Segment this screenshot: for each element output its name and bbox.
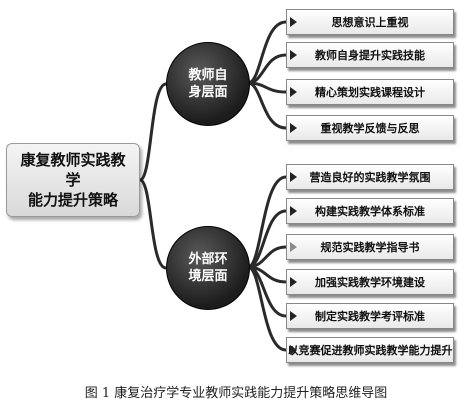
leaf-node: 精心策划实践课程设计 — [286, 79, 454, 105]
leaf-label: 制定实践教学考评标准 — [315, 310, 425, 323]
leaf-node: 教师自身提升实践技能 — [286, 42, 454, 68]
figure-caption: 图 1 康复治疗学专业教师实践能力提升策略思维导图 — [84, 386, 388, 401]
leaf-label: 精心策划实践课程设计 — [315, 86, 425, 99]
leaf-node: 制定实践教学考评标准 — [286, 303, 454, 329]
branch-node-teacher-self: 教师自身层面 — [166, 42, 250, 126]
root-node: 康复教师实践教学 能力提升策略 — [6, 143, 140, 217]
leaf-node: 营造良好的实践教学氛围 — [286, 164, 454, 190]
triangle-icon — [290, 50, 297, 60]
triangle-icon — [290, 311, 297, 321]
branch-label-teacher-self: 教师自身层面 — [188, 68, 228, 100]
branch-node-external-environment: 外部环境层面 — [166, 226, 250, 310]
root-label: 康复教师实践教学 能力提升策略 — [15, 150, 131, 210]
connector-root-to-branch-2 — [138, 178, 168, 270]
connector-branch-1-item-4 — [246, 81, 288, 130]
root-label-line-1: 康复教师实践教学 — [20, 151, 126, 189]
leaf-label: 营造良好的实践教学氛围 — [309, 171, 431, 184]
triangle-icon — [290, 345, 297, 355]
leaf-node: 规范实践教学指导书 — [286, 234, 454, 260]
connector-branch-2-item-6 — [246, 265, 288, 352]
connector-branch-1-item-1 — [246, 20, 288, 85]
triangle-icon — [290, 172, 297, 182]
triangle-icon — [290, 17, 297, 27]
leaf-node: 思想意识上重视 — [286, 9, 454, 35]
leaf-label: 加强实践教学环境建设 — [315, 276, 425, 289]
triangle-icon — [290, 242, 297, 252]
leaf-node: 构建实践教学体系标准 — [286, 198, 454, 224]
leaf-node: 重视教学反馈与反思 — [286, 115, 454, 141]
leaf-node: 加强实践教学环境建设 — [286, 269, 454, 295]
leaf-label: 思想意识上重视 — [331, 16, 409, 29]
leaf-label: 重视教学反馈与反思 — [320, 122, 420, 135]
leaf-label: 规范实践教学指导书 — [320, 241, 420, 254]
triangle-icon — [290, 123, 297, 133]
root-label-line-2: 能力提升策略 — [27, 191, 118, 209]
leaf-label: 构建实践教学体系标准 — [315, 205, 425, 218]
triangle-icon — [290, 206, 297, 216]
triangle-icon — [290, 87, 297, 97]
connector-root-to-branch-1 — [138, 82, 168, 182]
leaf-node: 以竞赛促进教师实践教学能力提升 — [286, 337, 454, 363]
triangle-icon — [290, 277, 297, 287]
branch-label-external-environment: 外部环境层面 — [188, 252, 228, 284]
leaf-label: 教师自身提升实践技能 — [315, 49, 425, 62]
connector-branch-2-item-1 — [246, 175, 288, 269]
leaf-label: 以竞赛促进教师实践教学能力提升 — [287, 344, 453, 357]
